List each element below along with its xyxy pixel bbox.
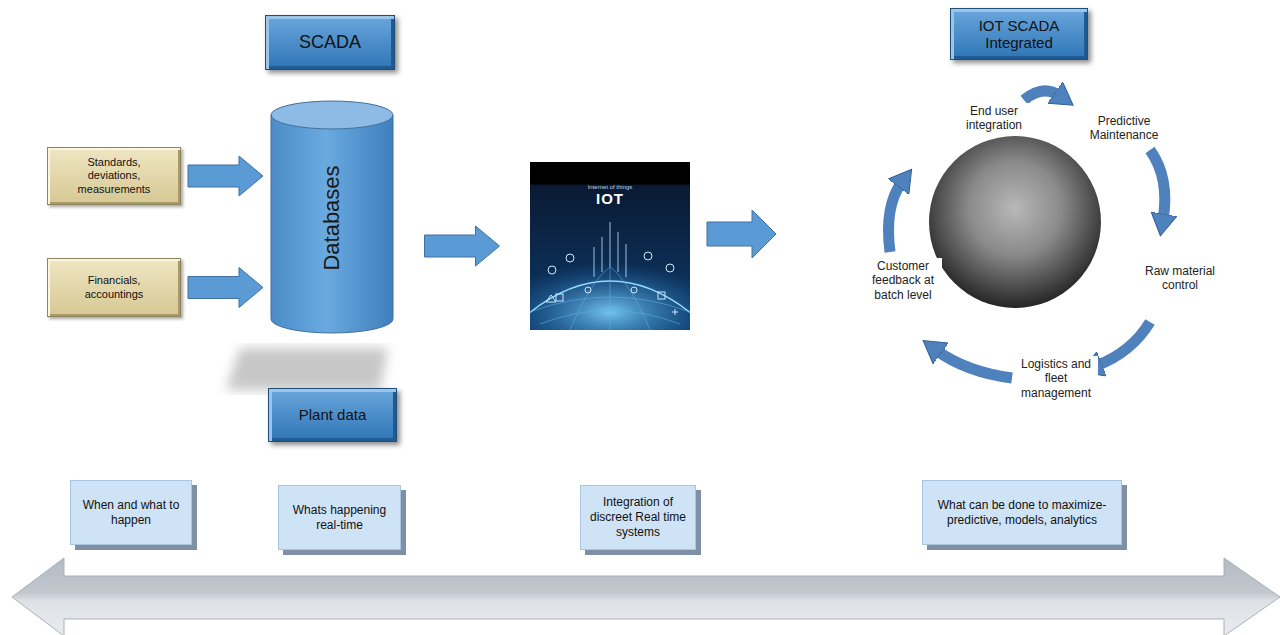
- image-caption: Internet of things: [588, 184, 633, 191]
- label-box: Financials, accountings: [47, 258, 181, 317]
- stage-box: When and what to happen: [70, 480, 192, 545]
- block-arrow: [707, 210, 776, 258]
- tower-lines: [594, 222, 626, 277]
- node-text: SCADA: [299, 32, 361, 53]
- label-box: Standards, deviations, measurements: [47, 147, 181, 205]
- cycle-arrow: [936, 350, 1012, 378]
- cycle-label: Predictive Maintenance: [1080, 113, 1168, 144]
- cycle-label: Customer feedback at batch level: [864, 258, 942, 303]
- cylinder-shadow: [226, 348, 388, 390]
- cycle-label: Logistics and fleet management: [1014, 356, 1098, 401]
- cylinder-body: [271, 115, 393, 333]
- cycle-arrow: [889, 182, 903, 252]
- sphere: [929, 136, 1101, 308]
- iot-image: Internet of thingsIOT: [530, 162, 690, 330]
- label-box: Plant data: [268, 388, 397, 442]
- image-title: IOT: [596, 191, 624, 208]
- node-text: IOT SCADA Integrated: [959, 17, 1079, 52]
- cycle-arrow: [1150, 150, 1165, 220]
- iot-icons: [546, 252, 678, 315]
- flow-arrow: [425, 226, 500, 266]
- globe-grid: [530, 267, 690, 330]
- node-text: When and what to happen: [79, 498, 183, 528]
- label-box: IOT SCADA Integrated: [950, 8, 1088, 60]
- node-text: Databases: [319, 165, 345, 270]
- cylinder-top: [271, 101, 393, 129]
- node-text: Standards, deviations, measurements: [68, 156, 160, 196]
- timeline-arrow: [12, 558, 1280, 635]
- node-text: Plant data: [299, 406, 367, 423]
- flow-arrow: [188, 156, 263, 196]
- cycle-label: Raw material control: [1136, 263, 1224, 294]
- cycle-arrow: [1096, 322, 1150, 366]
- node-text: Financials, accountings: [68, 274, 160, 300]
- globe-glow: [530, 262, 690, 330]
- label-box: SCADA: [265, 15, 395, 70]
- node-text: What can be done to maximize- predictive…: [931, 498, 1113, 528]
- stage-box: What can be done to maximize- predictive…: [922, 480, 1122, 545]
- cycle-arrow: [1024, 91, 1060, 100]
- database-cylinder: Databases: [270, 100, 394, 335]
- flow-arrow: [188, 268, 263, 308]
- cycle-label: End user integration: [952, 103, 1036, 134]
- stage-box: Whats happening real-time: [278, 485, 401, 550]
- stage-box: Integration of discreet Real time system…: [580, 485, 696, 550]
- node-text: Integration of discreet Real time system…: [589, 495, 687, 540]
- node-text: Whats happening real-time: [287, 503, 392, 533]
